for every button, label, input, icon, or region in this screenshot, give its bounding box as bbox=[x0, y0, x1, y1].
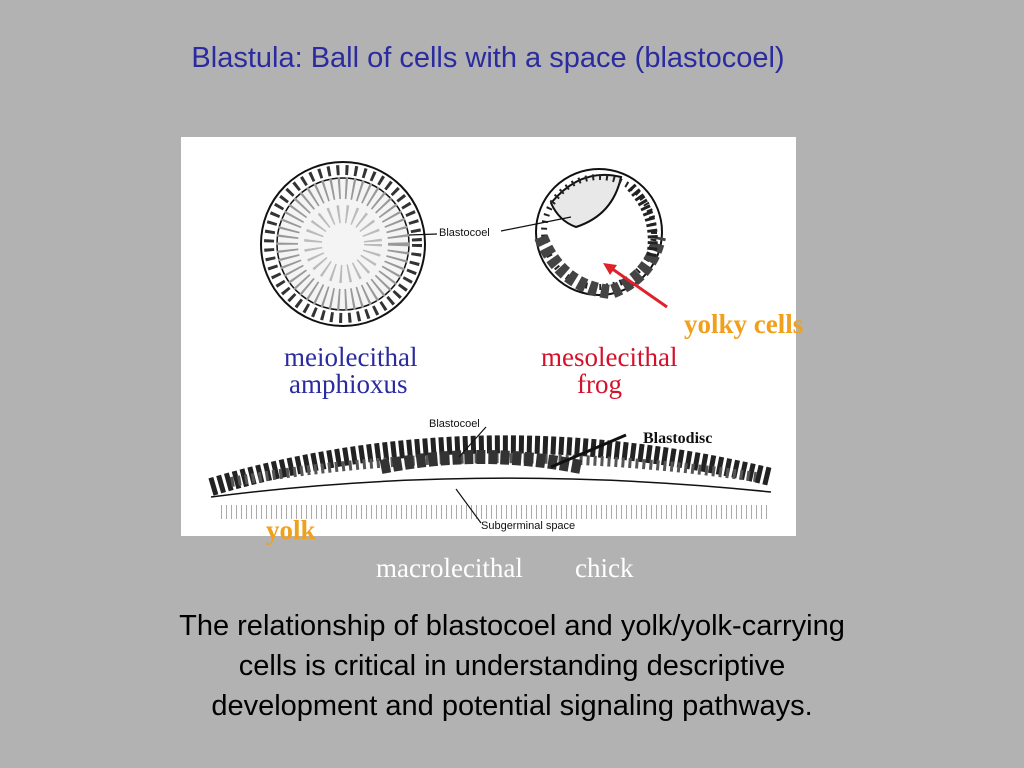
caption-line: The relationship of blastocoel and yolk/… bbox=[179, 610, 845, 642]
macrolecithal-label: macrolecithal bbox=[376, 553, 523, 583]
blastocoel-label-chick: Blastocoel bbox=[429, 418, 480, 430]
frog-label: frog bbox=[577, 369, 622, 399]
chick-blastodisc-drawing bbox=[208, 435, 774, 519]
yolky-cells-label: yolky cells bbox=[684, 309, 804, 339]
blastodisc-pointer bbox=[550, 433, 627, 469]
blastula-figure: Blastocoel Blastocoel Blastodisc Subgerm… bbox=[181, 137, 796, 536]
chick-blastocoel-pointer bbox=[458, 426, 487, 458]
blastula-drawings bbox=[208, 161, 774, 524]
amphioxus-label: amphioxus bbox=[289, 369, 408, 399]
caption-line: development and potential signaling path… bbox=[211, 690, 813, 722]
blastocoel-pointer-right bbox=[500, 216, 572, 232]
frog-blastula-drawing bbox=[534, 168, 666, 300]
blastocoel-label-top: Blastocoel bbox=[439, 227, 490, 239]
yolky-cells-arrow bbox=[603, 263, 668, 309]
caption-line: cells is critical in understanding descr… bbox=[238, 650, 786, 682]
amphioxus-blastula-drawing bbox=[260, 161, 426, 327]
mesolecithal-label: mesolecithal bbox=[541, 342, 678, 372]
slide-title: Blastula: Ball of cells with a space (bl… bbox=[191, 42, 785, 74]
meiolecithal-label: meiolecithal bbox=[284, 342, 418, 372]
blastodisc-label: Blastodisc bbox=[643, 430, 713, 447]
subgerminal-space-label: Subgerminal space bbox=[481, 520, 576, 532]
chick-label: chick bbox=[575, 553, 634, 583]
caption: The relationship of blastocoel and yolk/… bbox=[0, 606, 1024, 726]
yolk-label: yolk bbox=[266, 515, 316, 545]
blastocoel-pointer-left bbox=[408, 233, 438, 236]
subgerminal-space-pointer bbox=[455, 488, 482, 524]
